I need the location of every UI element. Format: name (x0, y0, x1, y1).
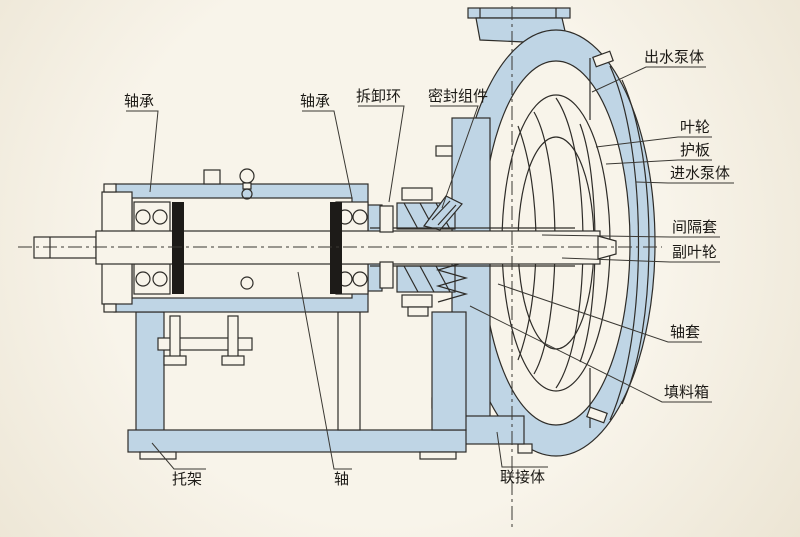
label-text: 托架 (172, 470, 202, 488)
label-text: 拆卸环 (356, 87, 401, 105)
label-text: 间隔套 (672, 218, 717, 236)
adjust-nut (163, 355, 187, 366)
leader-line (591, 66, 706, 93)
label-text: 轴 (334, 470, 349, 488)
part-label-bearing-right: 轴承 (300, 92, 353, 199)
bracket-right-leg (431, 311, 467, 431)
label-text: 轴承 (300, 92, 330, 110)
leader-line (430, 105, 479, 209)
gland-bolt (401, 294, 433, 308)
adjust-nut (221, 355, 245, 366)
part-label-inlet-pump-body: 进水泵体 (635, 164, 734, 184)
stuffing-box-group (396, 187, 469, 317)
oil-hole (240, 276, 254, 290)
part-label-impeller: 叶轮 (595, 118, 712, 148)
part-label-removal-ring: 拆卸环 (356, 87, 405, 203)
bracket-rib (337, 311, 361, 431)
label-text: 叶轮 (680, 118, 710, 136)
connecting-body-group (431, 117, 525, 445)
part-label-shaft-sleeve: 轴套 (497, 283, 702, 343)
connecting-bolt (435, 145, 453, 157)
label-text: 轴套 (670, 323, 700, 341)
bearing-ball (152, 209, 168, 225)
adjust-bolt (227, 315, 239, 361)
part-label-spacer-sleeve: 间隔套 (541, 218, 720, 238)
gland-nut (407, 306, 429, 317)
leader-line (605, 159, 712, 165)
part-label-seal-assembly: 密封组件 (428, 87, 488, 209)
label-text: 轴承 (124, 92, 154, 110)
part-label-outlet-pump-body: 出水泵体 (591, 48, 706, 93)
leader-line (297, 271, 352, 470)
label-text: 联接体 (500, 468, 545, 486)
bracket-left-leg (135, 311, 165, 433)
adjust-bolt (169, 315, 181, 361)
leader-line (496, 431, 548, 468)
bearing-race (133, 201, 171, 233)
leader-line (497, 283, 702, 343)
oil-fitting (203, 169, 221, 185)
leader-line (151, 442, 206, 470)
removal-ring-upper (379, 205, 394, 233)
cover-bolt (103, 303, 117, 313)
flange-bolt (586, 406, 608, 424)
part-label-stuffing-box: 填料箱 (469, 305, 712, 403)
leader-line (469, 305, 712, 403)
bracket-base (127, 429, 467, 453)
grease-stem (242, 182, 252, 190)
flange-bolt (592, 50, 614, 68)
discharge-flange (467, 7, 571, 19)
leader-line (358, 105, 405, 203)
leader-line (541, 234, 720, 238)
oil-hole (241, 188, 253, 200)
removal-ring-lower (379, 261, 394, 289)
bracket-foot (139, 451, 177, 460)
label-text: 密封组件 (428, 87, 488, 105)
leader-line (595, 136, 712, 148)
bracket-group (127, 311, 467, 460)
oil-seal (172, 202, 184, 294)
seal-wedge (422, 195, 463, 231)
leader-line (635, 181, 734, 184)
label-text: 护板 (680, 141, 710, 159)
bearing-ball (135, 209, 151, 225)
part-label-bracket: 托架 (151, 442, 206, 488)
label-text: 副叶轮 (672, 243, 717, 261)
suction-liner-arc (621, 79, 650, 405)
suction-liner-arc (609, 65, 640, 421)
leader-line (302, 110, 353, 199)
bearing-race (133, 263, 171, 295)
label-text: 填料箱 (664, 383, 709, 401)
leader-line (126, 110, 159, 193)
bracket-foot (419, 451, 457, 460)
part-label-guard-plate: 护板 (605, 141, 712, 165)
cover-bolt (103, 183, 117, 193)
bearing-ball (352, 271, 368, 287)
grease-cup (239, 168, 255, 184)
gland-bolt (401, 187, 433, 201)
bearing-ball (135, 271, 151, 287)
centerlines (18, 6, 662, 531)
label-text: 进水泵体 (670, 164, 730, 182)
leader-line (561, 257, 720, 263)
bearing-ball (152, 271, 168, 287)
part-label-auxiliary-impeller: 副叶轮 (561, 243, 720, 263)
label-text: 出水泵体 (644, 48, 704, 66)
oil-seal (330, 202, 342, 294)
casing-bolt (517, 443, 533, 454)
bearing-ball (352, 209, 368, 225)
part-label-connecting-body: 联接体 (496, 431, 548, 486)
part-label-shaft: 轴 (297, 271, 352, 488)
part-label-bearing-left: 轴承 (124, 92, 159, 193)
